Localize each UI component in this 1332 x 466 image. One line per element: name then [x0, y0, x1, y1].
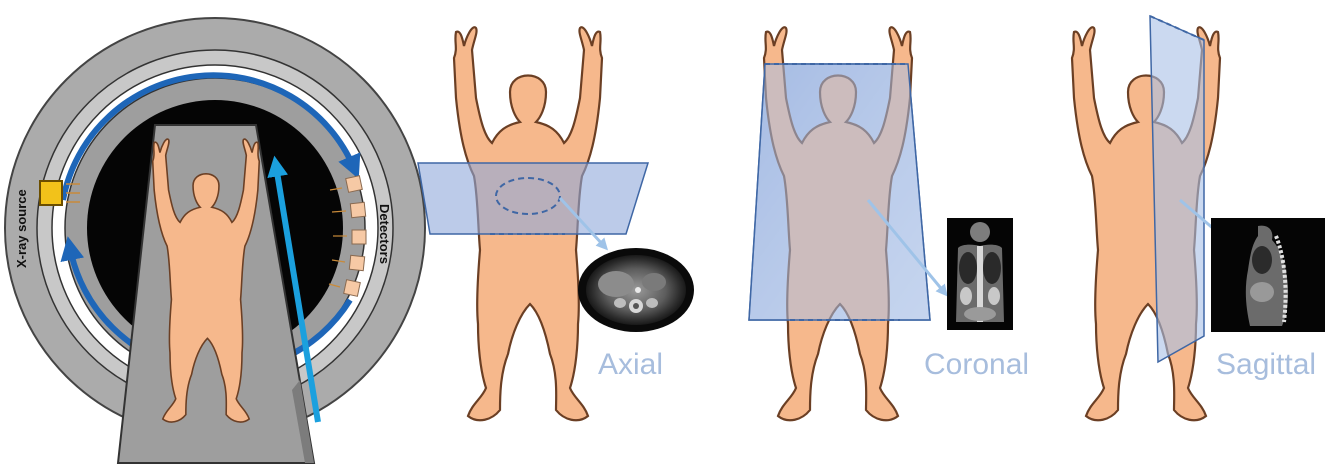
- coronal-label: Coronal: [924, 348, 1029, 381]
- sagittal-plane: [1150, 16, 1204, 362]
- detector-icon: [352, 230, 366, 244]
- ct-scanner: X-ray source Detectors: [5, 18, 425, 463]
- xray-source-icon: [40, 181, 62, 205]
- detector-icon: [346, 176, 363, 193]
- axial-plane: [418, 163, 648, 234]
- xray-source-label: X-ray source: [14, 189, 29, 268]
- coronal-plane: [749, 64, 930, 320]
- detector-icon: [350, 202, 365, 217]
- sagittal-scan-image: [1211, 218, 1325, 332]
- axial-label: Axial: [598, 348, 663, 381]
- detector-icon: [344, 280, 361, 297]
- detectors-label: Detectors: [377, 204, 392, 264]
- sagittal-panel: Sagittal: [1072, 16, 1325, 420]
- coronal-panel: Coronal: [749, 27, 1029, 420]
- coronal-scan-image: [947, 218, 1013, 330]
- sagittal-label: Sagittal: [1216, 348, 1316, 381]
- detector-icon: [349, 255, 364, 270]
- axial-scan-image: [578, 248, 694, 332]
- axial-panel: Axial: [418, 27, 694, 420]
